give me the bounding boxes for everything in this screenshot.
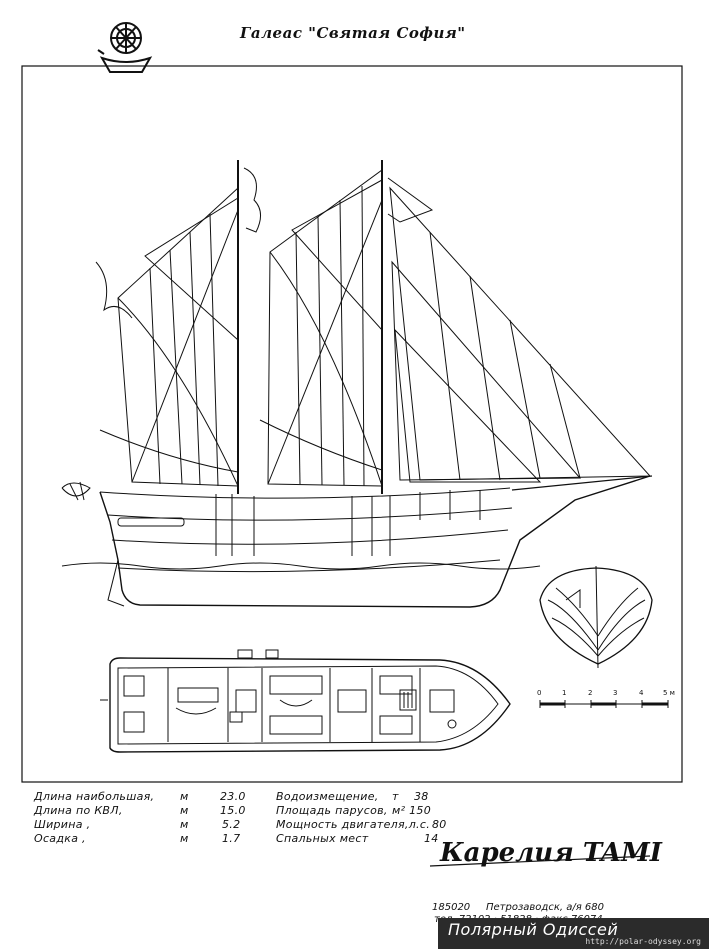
spec-unit: т bbox=[392, 790, 399, 803]
scale-tick-0: 0 bbox=[537, 689, 542, 697]
spec-label: Спальных мест bbox=[276, 832, 369, 845]
scale-tick-3: 3 bbox=[613, 689, 618, 697]
spec-value: 38 bbox=[414, 790, 429, 803]
scale-tick-1: 1 bbox=[562, 689, 567, 697]
signature: Карелия TAMI bbox=[440, 838, 662, 868]
watermark-url[interactable]: http://polar-odyssey.org bbox=[585, 937, 701, 946]
scale-tick-4: 4 bbox=[639, 689, 644, 697]
spec-value: 80 bbox=[432, 818, 447, 831]
spec-unit: м bbox=[180, 804, 189, 817]
logo-icon bbox=[97, 22, 153, 73]
spec-label: Длина наибольшая, bbox=[34, 790, 155, 803]
spec-value: 15.0 bbox=[220, 804, 246, 817]
spec-unit: м bbox=[180, 818, 189, 831]
spec-label: Водоизмещение, bbox=[276, 790, 379, 803]
spec-value: 1.7 bbox=[222, 832, 241, 845]
watermark-name: Полярный Одиссей bbox=[448, 920, 619, 939]
spec-label: Мощность двигателя,л.с. bbox=[276, 818, 430, 831]
drawing-title: Галеас "Святая София" bbox=[240, 24, 466, 42]
spec-label: Длина по КВЛ, bbox=[34, 804, 123, 817]
spec-label: Осадка , bbox=[34, 832, 86, 845]
spec-unit: м bbox=[180, 790, 189, 803]
spec-value: 23.0 bbox=[220, 790, 246, 803]
address: Петрозаводск, а/я 680 bbox=[486, 902, 605, 913]
spec-unit: м bbox=[180, 832, 189, 845]
spec-label: Ширина , bbox=[34, 818, 91, 831]
spec-value: 14 bbox=[424, 832, 439, 845]
watermark-banner: Полярный Одиссей http://polar-odyssey.or… bbox=[438, 918, 709, 949]
spec-value: 5.2 bbox=[222, 818, 241, 831]
scale-tick-5: 5 м bbox=[663, 689, 675, 697]
spec-label: Площадь парусов, bbox=[276, 804, 388, 817]
scale-tick-2: 2 bbox=[588, 689, 593, 697]
spec-unit: м² 150 bbox=[392, 804, 432, 817]
postal-code: 185020 bbox=[432, 902, 471, 913]
